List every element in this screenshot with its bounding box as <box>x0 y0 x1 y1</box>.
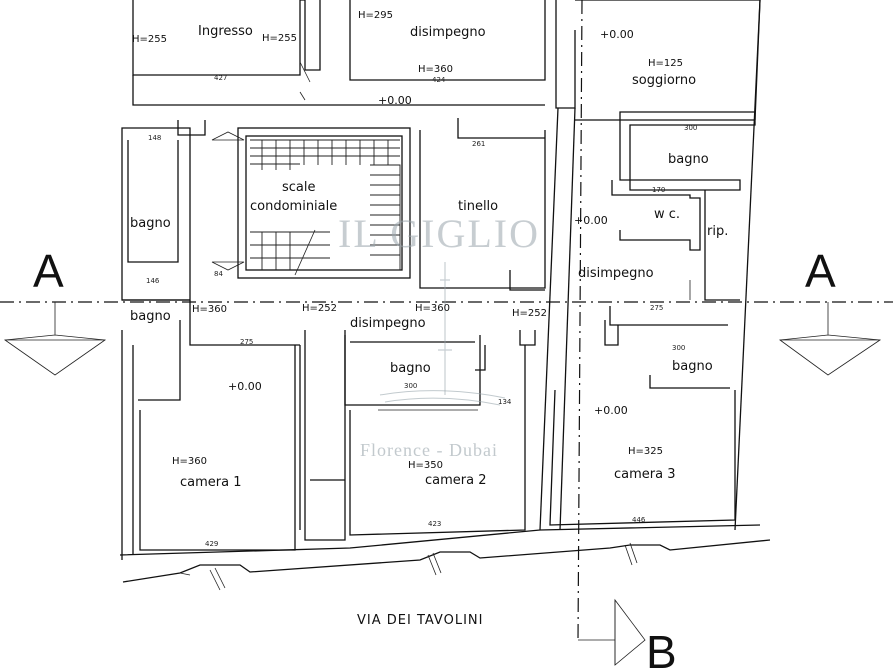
dimension-label: 261 <box>472 140 485 148</box>
room-soggiorno: soggiorno <box>632 73 696 88</box>
dimension-label: 134 <box>498 398 512 406</box>
room-bagno-left-upper: bagno <box>130 216 171 231</box>
height-label: H=325 <box>628 446 663 457</box>
room-scale: scale <box>282 180 316 195</box>
dimension-label: 300 <box>684 124 697 132</box>
room-wc: w c. <box>654 207 680 222</box>
room-bagno-left-lower: bagno <box>130 309 171 324</box>
markers <box>209 61 691 591</box>
dimension-label: 146 <box>146 277 160 285</box>
height-label: H=252 <box>512 308 547 319</box>
height-label: H=360 <box>418 64 453 75</box>
room-bagno-center: bagno <box>390 361 431 376</box>
level-label: +0.00 <box>378 94 412 107</box>
height-label: H=350 <box>408 460 443 471</box>
room-tinello: tinello <box>458 199 498 214</box>
street-name: VIA DEI TAVOLINI <box>357 613 483 628</box>
level-label: +0.00 <box>574 214 608 227</box>
dimension-label: 446 <box>632 516 646 524</box>
height-label: H=255 <box>132 34 167 45</box>
height-label: H=125 <box>648 58 683 69</box>
height-label: H=252 <box>302 303 337 314</box>
room-ingresso: Ingresso <box>198 24 253 39</box>
dimension-label: 300 <box>404 382 417 390</box>
room-ripostiglio: rip. <box>707 224 728 239</box>
dimension-label: 429 <box>205 540 218 548</box>
room-camera-3: camera 3 <box>614 467 676 482</box>
section-markers: A A B <box>33 245 836 670</box>
stairs <box>211 131 401 276</box>
dimension-label: 427 <box>214 74 227 82</box>
dimension-label: 148 <box>148 134 161 142</box>
room-camera-2: camera 2 <box>425 473 487 488</box>
room-bagno-right: bagno <box>672 359 713 374</box>
height-labels: H=255 H=255 H=295 H=360 H=125 H=360 H=25… <box>132 10 683 471</box>
room-disimpegno-top: disimpegno <box>410 25 486 40</box>
watermark-tagline: Florence - Dubai <box>360 440 498 460</box>
section-b: B <box>646 626 677 670</box>
height-label: H=255 <box>262 33 297 44</box>
level-labels: +0.00 +0.00 +0.00 +0.00 +0.00 <box>228 28 634 417</box>
section-a-left: A <box>33 245 64 297</box>
dimension-label: 424 <box>432 76 446 84</box>
walls <box>119 0 771 583</box>
room-condominiale: condominiale <box>250 199 337 214</box>
level-label: +0.00 <box>594 404 628 417</box>
section-a-right: A <box>805 245 836 297</box>
level-label: +0.00 <box>228 380 262 393</box>
height-label: H=360 <box>172 456 207 467</box>
dimension-labels: 427 424 300 261 170 148 146 84 275 275 3… <box>146 74 697 548</box>
room-bagno-top-right: bagno <box>668 152 709 167</box>
height-label: H=360 <box>192 304 227 315</box>
room-labels: Ingresso disimpegno soggiorno bagno scal… <box>130 24 728 490</box>
watermark: IL GIGLIO Florence - Dubai <box>338 211 540 460</box>
room-disimpegno-mid: disimpegno <box>350 316 426 331</box>
dimension-label: 275 <box>650 304 663 312</box>
dimension-label: 423 <box>428 520 441 528</box>
watermark-brand: IL GIGLIO <box>338 211 540 256</box>
room-camera-1: camera 1 <box>180 475 242 490</box>
height-label: H=295 <box>358 10 393 21</box>
dimension-label: 300 <box>672 344 685 352</box>
dimension-label: 275 <box>240 338 253 346</box>
dimension-label: 84 <box>214 270 223 278</box>
level-label: +0.00 <box>600 28 634 41</box>
height-label: H=360 <box>415 303 450 314</box>
dimension-label: 170 <box>652 186 665 194</box>
room-disimpegno-right: disimpegno <box>578 266 654 281</box>
